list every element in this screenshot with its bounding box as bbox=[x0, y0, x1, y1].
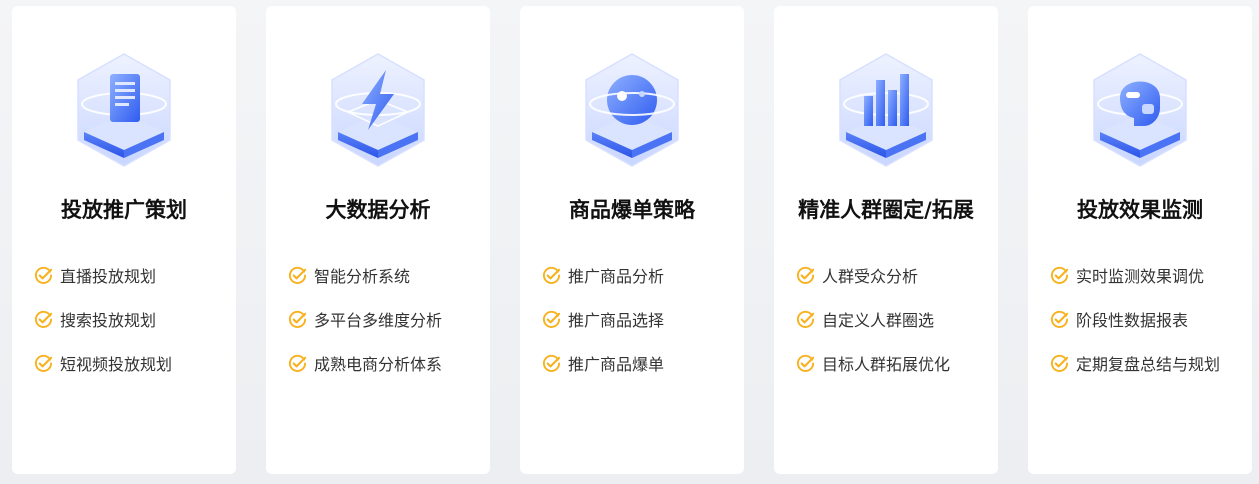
card-title: 精准人群圈定/拓展 bbox=[798, 198, 974, 222]
feature-text: 成熟电商分析体系 bbox=[314, 355, 443, 374]
card-audience-targeting: 精准人群圈定/拓展 人群受众分析 自定义人群圈选 目标人群拓展优化 bbox=[774, 6, 998, 474]
list-item: 推广商品选择 bbox=[542, 308, 664, 330]
robot-head-icon bbox=[1090, 52, 1190, 168]
feature-text: 人群受众分析 bbox=[822, 267, 919, 286]
feature-text: 推广商品爆单 bbox=[568, 355, 665, 374]
list-item: 实时监测效果调优 bbox=[1050, 264, 1220, 286]
check-circle-icon bbox=[542, 266, 561, 285]
feature-text: 推广商品分析 bbox=[568, 267, 665, 286]
check-circle-icon bbox=[542, 354, 561, 373]
list-item: 阶段性数据报表 bbox=[1050, 308, 1220, 330]
feature-text: 搜索投放规划 bbox=[60, 311, 157, 330]
list-item: 推广商品分析 bbox=[542, 264, 664, 286]
list-item: 智能分析系统 bbox=[288, 264, 442, 286]
check-circle-icon bbox=[288, 354, 307, 373]
card-performance-monitoring: 投放效果监测 实时监测效果调优 阶段性数据报表 定期复盘总结与规划 bbox=[1028, 6, 1252, 474]
service-cards: 投放推广策划 直播投放规划 搜索投放规划 短视频投放规划 bbox=[12, 6, 1252, 474]
check-circle-icon bbox=[288, 266, 307, 285]
feature-list: 直播投放规划 搜索投放规划 短视频投放规划 bbox=[34, 264, 172, 396]
feature-text: 阶段性数据报表 bbox=[1076, 311, 1189, 330]
feature-list: 人群受众分析 自定义人群圈选 目标人群拓展优化 bbox=[796, 264, 950, 396]
list-item: 定期复盘总结与规划 bbox=[1050, 352, 1220, 374]
feature-text: 直播投放规划 bbox=[60, 267, 157, 286]
list-item: 成熟电商分析体系 bbox=[288, 352, 442, 374]
check-circle-icon bbox=[288, 310, 307, 329]
check-circle-icon bbox=[542, 310, 561, 329]
card-product-strategy: 商品爆单策略 推广商品分析 推广商品选择 推广商品爆单 bbox=[520, 6, 744, 474]
check-circle-icon bbox=[34, 266, 53, 285]
bar-chart-icon bbox=[836, 52, 936, 168]
card-ad-planning: 投放推广策划 直播投放规划 搜索投放规划 短视频投放规划 bbox=[12, 6, 236, 474]
card-title: 商品爆单策略 bbox=[569, 198, 695, 222]
card-title: 投放效果监测 bbox=[1077, 198, 1203, 222]
planet-icon bbox=[582, 52, 682, 168]
feature-text: 多平台多维度分析 bbox=[314, 311, 443, 330]
check-circle-icon bbox=[1050, 354, 1069, 373]
check-circle-icon bbox=[1050, 266, 1069, 285]
list-item: 直播投放规划 bbox=[34, 264, 172, 286]
feature-text: 目标人群拓展优化 bbox=[822, 355, 951, 374]
card-big-data-analysis: 大数据分析 智能分析系统 多平台多维度分析 成熟电商分析体系 bbox=[266, 6, 490, 474]
feature-list: 推广商品分析 推广商品选择 推广商品爆单 bbox=[542, 264, 664, 396]
feature-text: 实时监测效果调优 bbox=[1076, 267, 1205, 286]
list-item: 搜索投放规划 bbox=[34, 308, 172, 330]
check-circle-icon bbox=[796, 354, 815, 373]
list-item: 多平台多维度分析 bbox=[288, 308, 442, 330]
list-item: 推广商品爆单 bbox=[542, 352, 664, 374]
feature-list: 实时监测效果调优 阶段性数据报表 定期复盘总结与规划 bbox=[1050, 264, 1220, 396]
check-circle-icon bbox=[34, 310, 53, 329]
list-item: 目标人群拓展优化 bbox=[796, 352, 950, 374]
feature-list: 智能分析系统 多平台多维度分析 成熟电商分析体系 bbox=[288, 264, 442, 396]
check-circle-icon bbox=[1050, 310, 1069, 329]
feature-text: 定期复盘总结与规划 bbox=[1076, 355, 1221, 374]
lightning-icon bbox=[328, 52, 428, 168]
check-circle-icon bbox=[34, 354, 53, 373]
feature-text: 推广商品选择 bbox=[568, 311, 665, 330]
check-circle-icon bbox=[796, 310, 815, 329]
feature-text: 智能分析系统 bbox=[314, 267, 411, 286]
list-item: 自定义人群圈选 bbox=[796, 308, 950, 330]
list-item: 人群受众分析 bbox=[796, 264, 950, 286]
list-item: 短视频投放规划 bbox=[34, 352, 172, 374]
feature-text: 短视频投放规划 bbox=[60, 355, 173, 374]
card-title: 大数据分析 bbox=[325, 198, 431, 222]
feature-text: 自定义人群圈选 bbox=[822, 311, 935, 330]
card-title: 投放推广策划 bbox=[61, 198, 187, 222]
check-circle-icon bbox=[796, 266, 815, 285]
document-icon bbox=[74, 52, 174, 168]
